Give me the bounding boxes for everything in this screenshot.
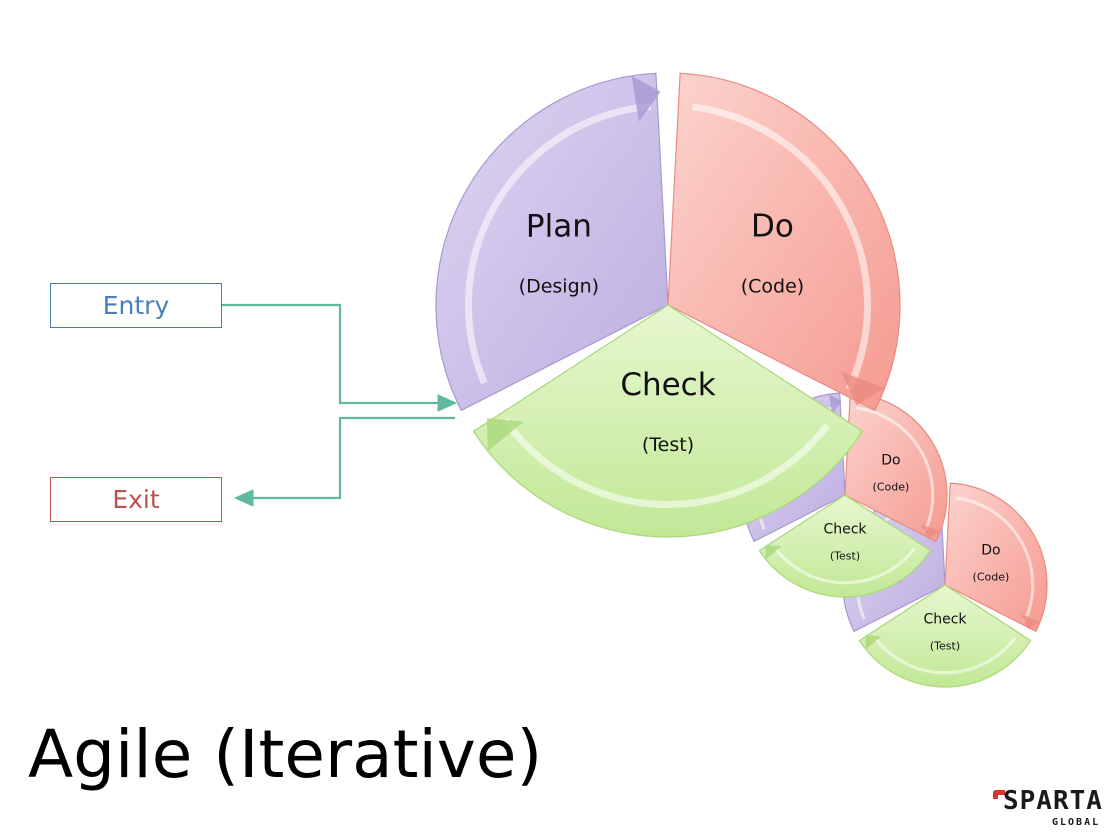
check-label: Check (823, 522, 867, 538)
do-segment (944, 482, 1048, 633)
do-segment (667, 72, 901, 412)
do-label: Do (751, 208, 794, 244)
check-arrow-band (871, 634, 1017, 675)
logo-sub: GLOBAL (1052, 817, 1101, 828)
entry-connector (222, 303, 458, 412)
exit-box: Exit (50, 477, 222, 522)
entry-label: Entry (102, 291, 170, 320)
check-arrowhead-icon (486, 418, 524, 452)
do-sublabel: (Code) (873, 481, 910, 494)
check-arrow-band (771, 544, 917, 585)
plan-arrowhead-icon (631, 75, 661, 122)
do-arrow-band (855, 406, 935, 533)
check-label: Check (923, 612, 967, 628)
do-arrow-band (955, 496, 1035, 623)
do-arrowhead-icon (921, 524, 941, 540)
check-sublabel: (Test) (830, 550, 860, 563)
entry-box: Entry (50, 283, 222, 328)
plan-label: Plan (526, 208, 592, 244)
cycle-large: Plan (Design) Do (Code) Check (Test) (435, 72, 901, 538)
logo-mark-icon (993, 790, 1005, 799)
do-label: Do (981, 543, 1000, 559)
slide-title: Agile (Iterative) (28, 716, 543, 793)
do-label: Do (881, 453, 900, 469)
check-sublabel: (Test) (930, 640, 960, 653)
plan-arrowhead-icon (829, 394, 842, 415)
logo-word: SPARTA (1003, 786, 1103, 816)
do-sublabel: (Code) (741, 275, 804, 297)
check-arrow-band (501, 417, 831, 508)
plan-segment (435, 72, 669, 412)
do-arrow-band (691, 103, 871, 391)
exit-label: Exit (112, 485, 160, 514)
do-arrowhead-icon (841, 371, 885, 406)
check-arrowhead-icon (765, 544, 782, 560)
do-sublabel: (Code) (973, 571, 1010, 584)
plan-sublabel: (Design) (519, 275, 599, 297)
check-arrowhead-icon (865, 634, 882, 650)
check-sublabel: (Test) (642, 434, 694, 456)
do-arrowhead-icon (1021, 614, 1041, 630)
plan-arrow-band (465, 102, 651, 385)
check-label: Check (620, 367, 715, 403)
exit-connector (233, 416, 455, 507)
